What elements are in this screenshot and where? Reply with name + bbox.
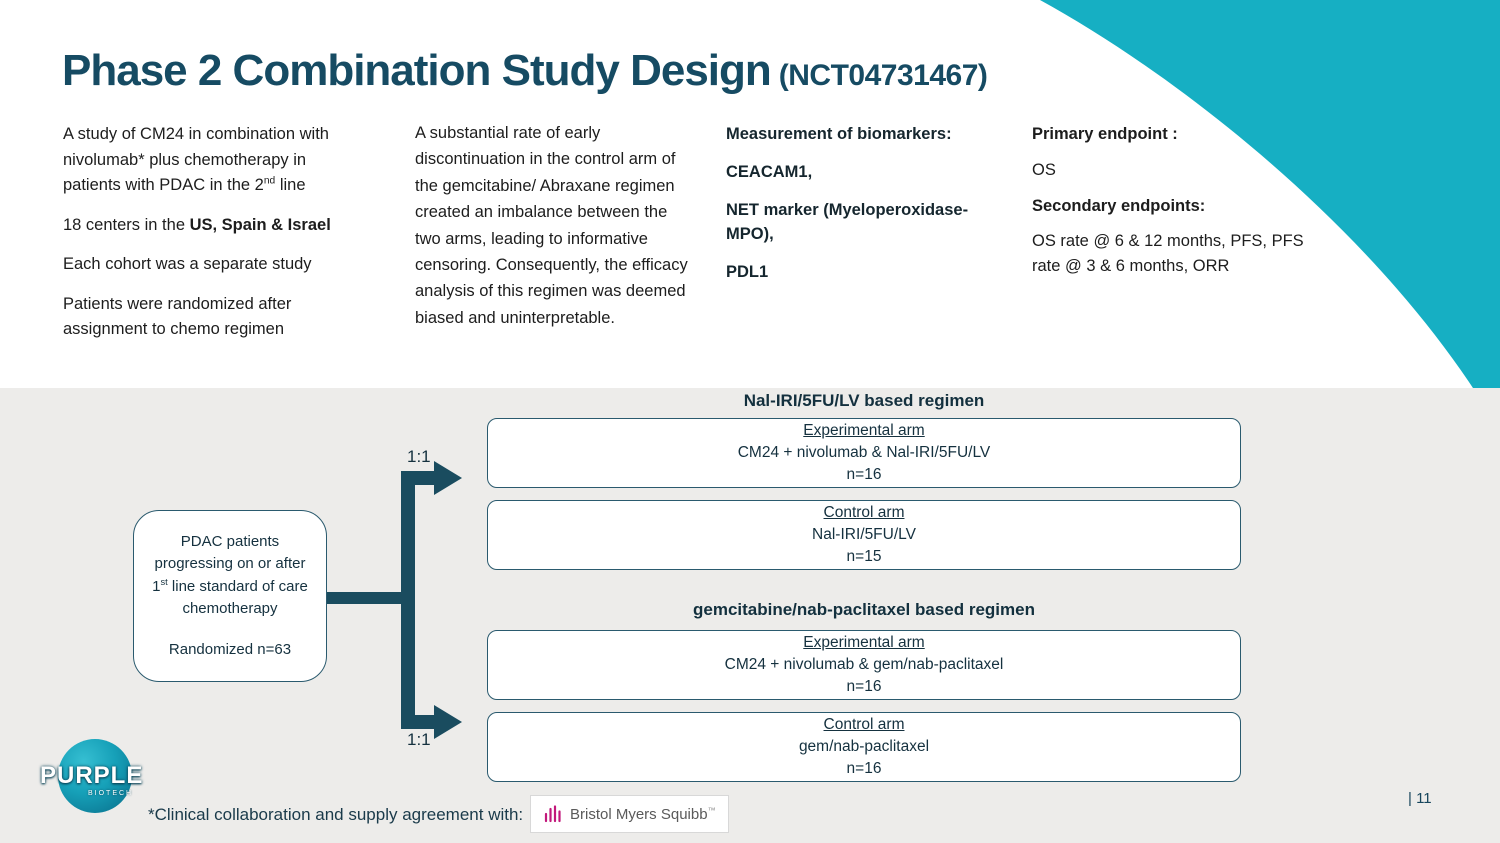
regimen1-title: Nal-IRI/5FU/LV based regimen [743,391,985,410]
regimen2-experimental-box: Experimental arm CM24 + nivolumab & gem/… [487,630,1241,700]
regimen2-title: gemcitabine/nab-paclitaxel based regimen [692,600,1035,619]
primary-endpoint-value: OS [1032,160,1056,179]
ordinal-superscript: st [160,576,168,587]
patient-text-tail: line standard of care chemotherapy [167,577,308,618]
centers-countries: US, Spain & Israel [189,215,331,234]
slide-title: Phase 2 Combination Study Design(NCT0473… [62,46,988,96]
study-description-tail: line [275,176,306,195]
study-description: A study of CM24 in combination with nivo… [63,122,359,199]
page-number: | 11 [1408,790,1432,807]
control-arm-n: n=16 [846,760,882,777]
study-description-text: A study of CM24 in combination with nivo… [63,125,329,195]
endpoints-column: Primary endpoint : OS Secondary endpoint… [1032,122,1317,290]
collaboration-footnote: *Clinical collaboration and supply agree… [148,805,524,824]
study-overview-column: A study of CM24 in combination with nivo… [63,122,359,357]
patient-population-text: PDAC patients progressing on or after 1s… [146,531,314,621]
cohort-text: Each cohort was a separate study [63,255,312,274]
control-arm-label: Control arm [823,504,905,521]
centers-text: 18 centers in the US, Spain & Israel [63,213,359,239]
randomized-n: Randomized n=63 [168,640,292,658]
patient-text-lead: PDAC patients progressing on or after 1 [152,532,306,595]
control-arm-treatment: gem/nab-paclitaxel [798,738,930,755]
censoring-note: A substantial rate of early discontinuat… [415,124,688,327]
biomarker-item: NET marker (Myeloperoxidase-MPO), [726,200,969,244]
bms-logo-label: Bristol Myers Squibb [570,805,708,823]
bms-logo-text: Bristol Myers Squibb™ [570,806,716,823]
biomarker-item: PDL1 [726,263,769,281]
patient-population-box: PDAC patients progressing on or after 1s… [133,510,327,682]
experimental-arm-treatment: CM24 + nivolumab & Nal-IRI/5FU/LV [737,444,991,461]
purple-logo-text: PURPLE [40,762,144,789]
bms-hand-icon [544,805,561,823]
censoring-note-column: A substantial rate of early discontinuat… [415,120,691,345]
experimental-arm-treatment: CM24 + nivolumab & gem/nab-paclitaxel [724,656,1004,673]
secondary-endpoints-value: OS rate @ 6 & 12 months, PFS, PFS rate @… [1032,232,1304,275]
slide-title-nct: (NCT04731467) [778,59,988,92]
experimental-arm-n: n=16 [846,466,882,483]
purple-logo-subtext: BIOTECH [88,790,134,797]
experimental-arm-label: Experimental arm [803,634,925,651]
bms-logo: Bristol Myers Squibb™ [530,795,729,833]
regimen1-experimental-box: Experimental arm CM24 + nivolumab & Nal-… [487,418,1241,488]
randomization-ratio-top: 1:1 [407,447,431,466]
randomization-ratio-bottom: 1:1 [407,730,431,749]
regimen1-control-box: Control arm Nal-IRI/5FU/LV n=15 [487,500,1241,570]
purple-logo-circle [58,739,132,813]
bms-trademark: ™ [707,805,716,815]
control-arm-treatment: Nal-IRI/5FU/LV [812,526,916,543]
control-arm-label: Control arm [823,716,905,733]
experimental-arm-label: Experimental arm [803,422,925,439]
experimental-arm-n: n=16 [846,678,882,695]
ordinal-superscript: nd [263,175,276,187]
randomization-text: Patients were randomized after assignmen… [63,294,292,339]
centers-text-lead: 18 centers in the [63,215,190,234]
regimen2-control-box: Control arm gem/nab-paclitaxel n=16 [487,712,1241,782]
biomarkers-column: Measurement of biomarkers: CEACAM1, NET … [726,122,988,298]
primary-endpoint-label: Primary endpoint : [1032,125,1178,143]
slide-title-text: Phase 2 Combination Study Design [62,46,772,95]
biomarker-item: CEACAM1, [726,162,813,181]
biomarkers-heading: Measurement of biomarkers: [726,125,952,143]
secondary-endpoints-label: Secondary endpoints: [1032,196,1206,215]
control-arm-n: n=15 [846,548,882,565]
